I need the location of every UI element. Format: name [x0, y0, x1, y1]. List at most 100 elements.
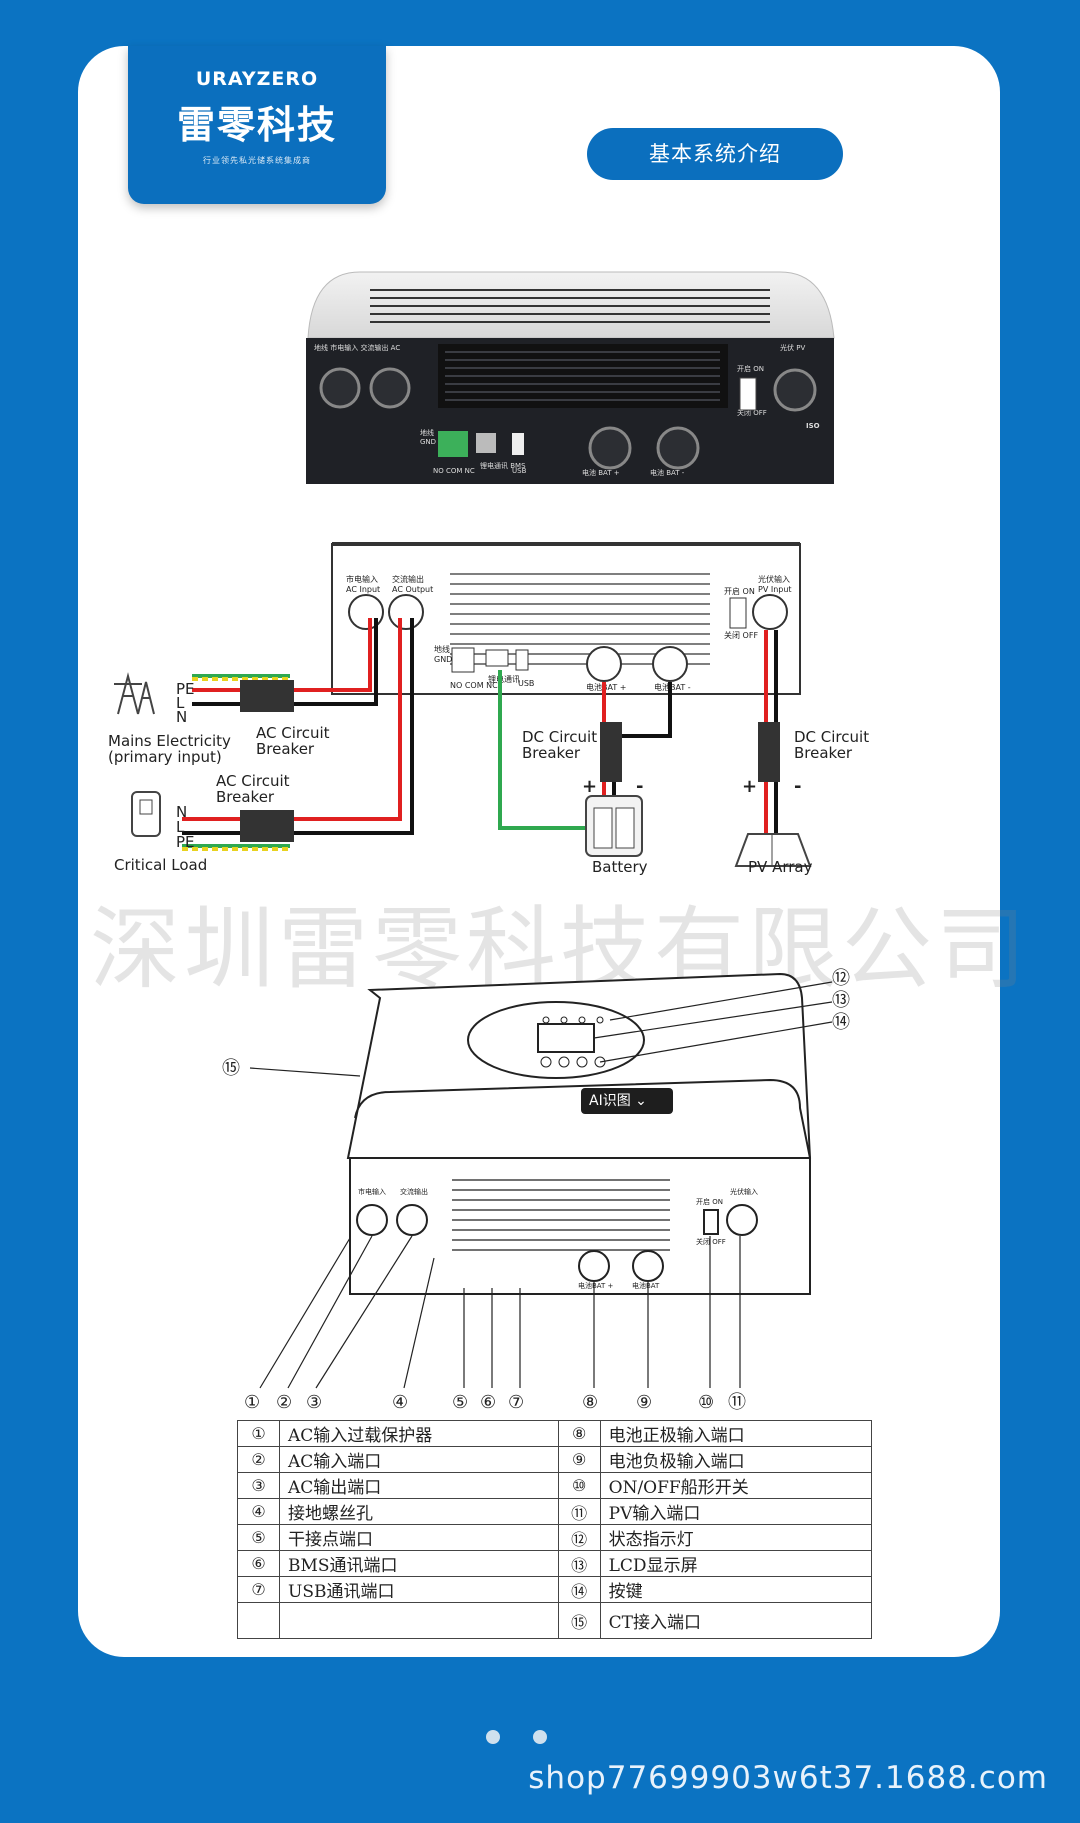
legend-number: ④	[237, 1498, 280, 1525]
wiring-diagram: 市电输入 AC Input 交流输出 AC Output 光伏输入 PV Inp…	[108, 542, 869, 876]
brand-logo: URAYZERO 雷零科技 行业领先私光储系统集成商	[128, 46, 386, 204]
legend-text: ON/OFF船形开关	[599, 1472, 873, 1499]
callout-5: ⑤	[452, 1392, 468, 1413]
battery-plus: +	[582, 776, 597, 797]
legend-text: 接地螺丝孔	[279, 1498, 559, 1525]
callout-15: ⑮	[222, 1058, 240, 1079]
legend-text: USB通讯端口	[279, 1576, 559, 1603]
svg-text:USB: USB	[512, 467, 527, 475]
mains-wire-pe: PE	[176, 680, 195, 698]
legend-text	[279, 1602, 559, 1639]
battery-minus: -	[636, 776, 643, 797]
dc-breaker-1-line2: Breaker	[522, 744, 581, 762]
callout-12: ⑫	[832, 968, 850, 989]
mains-wire-n: N	[176, 708, 187, 726]
carousel-dot-2[interactable]	[533, 1730, 547, 1744]
td-ac-out: 交流输出	[400, 1187, 428, 1196]
brand-tagline: 行业领先私光储系统集成商	[203, 156, 311, 165]
wd-ac-in-en: AC Input	[346, 585, 380, 594]
callout-7: ⑦	[508, 1392, 524, 1413]
section-title: 基本系统介绍	[587, 128, 843, 180]
ai-recognize-button[interactable]: AI识图 ⌄	[581, 1088, 673, 1114]
battery-icon	[585, 795, 643, 857]
ac-breaker-2-line1: AC Circuit	[216, 772, 290, 790]
legend-text: CT接入端口	[599, 1602, 873, 1639]
svg-text:GND: GND	[420, 438, 436, 446]
callout-3: ③	[306, 1392, 322, 1413]
callout-2: ②	[276, 1392, 292, 1413]
wd-switch-off: 关闭 OFF	[724, 630, 758, 640]
legend-text: LCD显示屏	[599, 1550, 873, 1577]
td-off: 关闭 OFF	[696, 1237, 726, 1246]
svg-text:电池 BAT +: 电池 BAT +	[582, 468, 620, 477]
legend-number: ③	[237, 1472, 280, 1499]
callout-10: ⑩	[698, 1392, 714, 1413]
legend-text: PV输入端口	[599, 1498, 873, 1525]
legend-text: 电池正极输入端口	[599, 1420, 873, 1447]
ac-breaker-1-line2: Breaker	[256, 740, 315, 758]
wd-ac-out-en: AC Output	[392, 585, 433, 594]
wd-gnd-cn: 地线	[434, 644, 450, 654]
svg-text:地线: 地线	[420, 428, 434, 437]
ai-chip-label: AI识图	[589, 1093, 631, 1109]
legend-number: ⑧	[557, 1420, 601, 1447]
mains-label-2: (primary input)	[108, 748, 222, 766]
callout-1: ①	[244, 1392, 260, 1413]
load-wire-l: L	[176, 818, 185, 836]
svg-text:ISO: ISO	[806, 422, 820, 430]
svg-text:开启 ON: 开启 ON	[737, 364, 764, 373]
pylon-icon	[114, 672, 155, 715]
legend-number: ⑤	[237, 1524, 280, 1551]
ac-breaker-1-line1: AC Circuit	[256, 724, 330, 742]
dc-breaker-2-line2: Breaker	[794, 744, 853, 762]
callout-13: ⑬	[832, 990, 850, 1011]
shop-url: shop77699903w6t37.1688.com	[528, 1760, 1048, 1796]
brand-name-en: URAYZERO	[195, 68, 319, 90]
load-wire-pe: PE	[176, 833, 195, 851]
pv-plus: +	[742, 776, 757, 797]
legend-number: ⑫	[557, 1524, 601, 1551]
carousel-dot-1[interactable]	[486, 1730, 500, 1744]
mains-label-1: Mains Electricity	[108, 732, 231, 750]
td-on: 开启 ON	[696, 1197, 723, 1206]
legend-text: 状态指示灯	[599, 1524, 873, 1551]
td-bat-pos: 电池BAT +	[578, 1281, 614, 1290]
wd-bms: 锂电通讯	[488, 674, 520, 684]
legend-number: ⑨	[557, 1446, 601, 1473]
chevron-down-icon: ⌄	[635, 1093, 647, 1109]
svg-text:地线 市电输入 交流输出 AC: 地线 市电输入 交流输出 AC	[314, 343, 400, 352]
legend-text: 干接点端口	[279, 1524, 559, 1551]
legend-number: ⑩	[557, 1472, 601, 1499]
legend-number: ⑮	[557, 1602, 601, 1639]
callout-6: ⑥	[480, 1392, 496, 1413]
legend-text: BMS通讯端口	[279, 1550, 559, 1577]
legend-number: ②	[237, 1446, 280, 1473]
svg-text:关闭 OFF: 关闭 OFF	[737, 408, 767, 417]
ac-breaker-2-line2: Breaker	[216, 788, 275, 806]
td-bat-neg: 电池BAT	[632, 1281, 660, 1290]
pv-minus: -	[794, 776, 801, 797]
callout-8: ⑧	[582, 1392, 598, 1413]
dc-breaker-2-line1: DC Circuit	[794, 728, 869, 746]
td-ac-in: 市电输入	[358, 1187, 386, 1196]
legend-text: AC输出端口	[279, 1472, 559, 1499]
legend-text: 电池负极输入端口	[599, 1446, 873, 1473]
brand-name-cn: 雷零科技	[176, 103, 337, 147]
wd-usb: USB	[518, 679, 534, 688]
pv-array-label: PV Array	[748, 858, 813, 876]
svg-text:电池 BAT -: 电池 BAT -	[650, 468, 685, 477]
svg-text:锂电通讯 BMS: 锂电通讯 BMS	[480, 461, 526, 470]
wd-ac-in-cn: 市电输入	[346, 574, 378, 584]
load-wire-n: N	[176, 803, 187, 821]
wd-ac-out-cn: 交流输出	[392, 574, 424, 584]
pv-array-icon	[734, 833, 812, 867]
wd-switch-on: 开启 ON	[724, 586, 755, 596]
legend-number: ⑭	[557, 1576, 601, 1603]
wd-bat-neg: 电池BAT -	[654, 682, 691, 692]
battery-label: Battery	[592, 858, 648, 876]
